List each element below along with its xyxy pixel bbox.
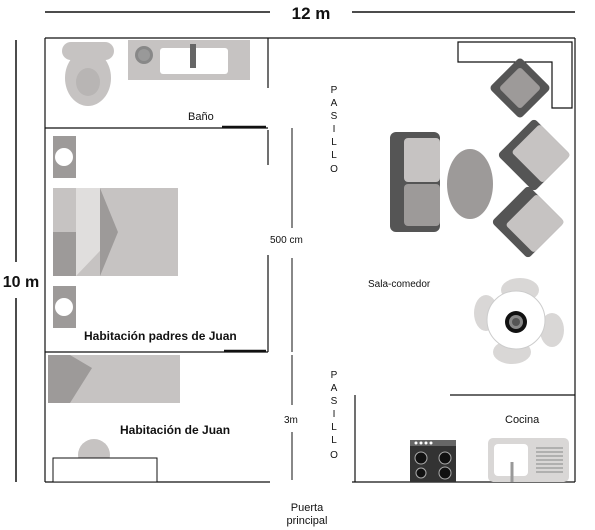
nightstand-bottom [53,286,76,328]
bathroom-label: Baño [188,111,214,123]
stove [410,440,456,482]
hallway-letter: P [331,370,338,381]
living-dining-label: Sala-comedor [368,279,431,290]
bathroom-sink [128,40,250,80]
juan-bed [48,355,180,403]
hallway-letter: A [331,383,338,394]
kitchen-label: Cocina [505,414,540,426]
hallway-letter: O [330,450,338,461]
room-height-label: 500 cm [270,235,303,246]
parents-bed [53,188,178,276]
juan-desk [52,439,158,483]
hallway-letter: L [331,422,337,433]
door-marks [222,125,266,353]
juan-bedroom-label: Habitación de Juan [120,423,230,437]
hallway-label-lower: P A S I L L O [330,370,338,461]
entrance-label-line2: principal [287,515,328,527]
height-label: 10 m [3,274,39,291]
height-dimension: 10 m [3,40,39,482]
hallway-letter: L [331,150,337,161]
kitchen-sink [488,438,569,482]
corner-shelf [457,41,573,109]
armchair-lower [492,186,564,258]
armchair-corner [490,58,550,118]
armchair-upper [498,119,570,191]
coffee-table [447,149,493,219]
entrance-label-line1: Puerta [291,502,324,514]
corridor-dimension: 3m [284,355,298,480]
hallway-letter: L [331,137,337,148]
hallway-label-upper: P A S I L L O [330,85,338,175]
sofa [390,132,440,232]
hallway-letter: I [333,409,336,420]
hallway-letter: A [331,98,338,109]
width-label: 12 m [292,4,331,23]
hallway-letter: O [330,164,338,175]
hallway-letter: P [331,85,338,96]
room-height-dimension: 500 cm [270,128,303,352]
dining-set [474,278,564,364]
hallway-letter: S [331,111,338,122]
width-dimension: 12 m [45,4,575,23]
hallway-letter: L [331,435,337,446]
toilet [62,42,114,106]
nightstand-top [53,136,76,178]
hallway-letter: S [331,396,338,407]
hallway-letter: I [333,124,336,135]
corridor-label: 3m [284,415,298,426]
parents-bedroom-label: Habitación padres de Juan [84,329,237,343]
